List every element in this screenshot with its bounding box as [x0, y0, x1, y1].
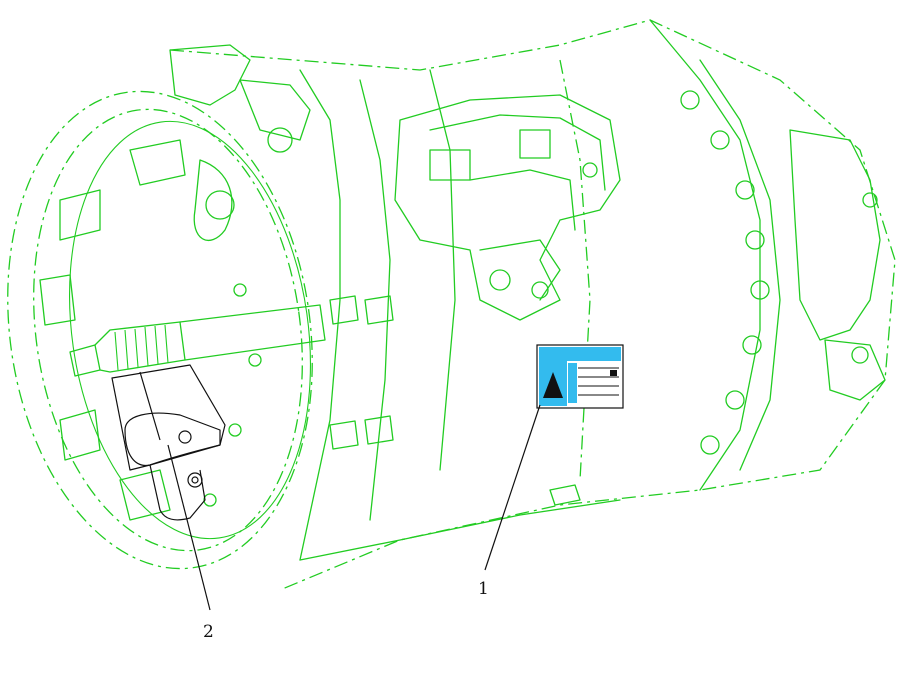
- callout-label-2: 2: [203, 622, 214, 642]
- leader-line-2: [167, 444, 211, 611]
- part-2-shield: [111, 364, 226, 521]
- leader-line-1: [484, 404, 541, 571]
- input-shaft: [69, 304, 326, 377]
- callout-label-1: 1: [478, 579, 489, 599]
- nameplate-icon: [536, 344, 624, 409]
- transmission-housing: [7, 19, 896, 591]
